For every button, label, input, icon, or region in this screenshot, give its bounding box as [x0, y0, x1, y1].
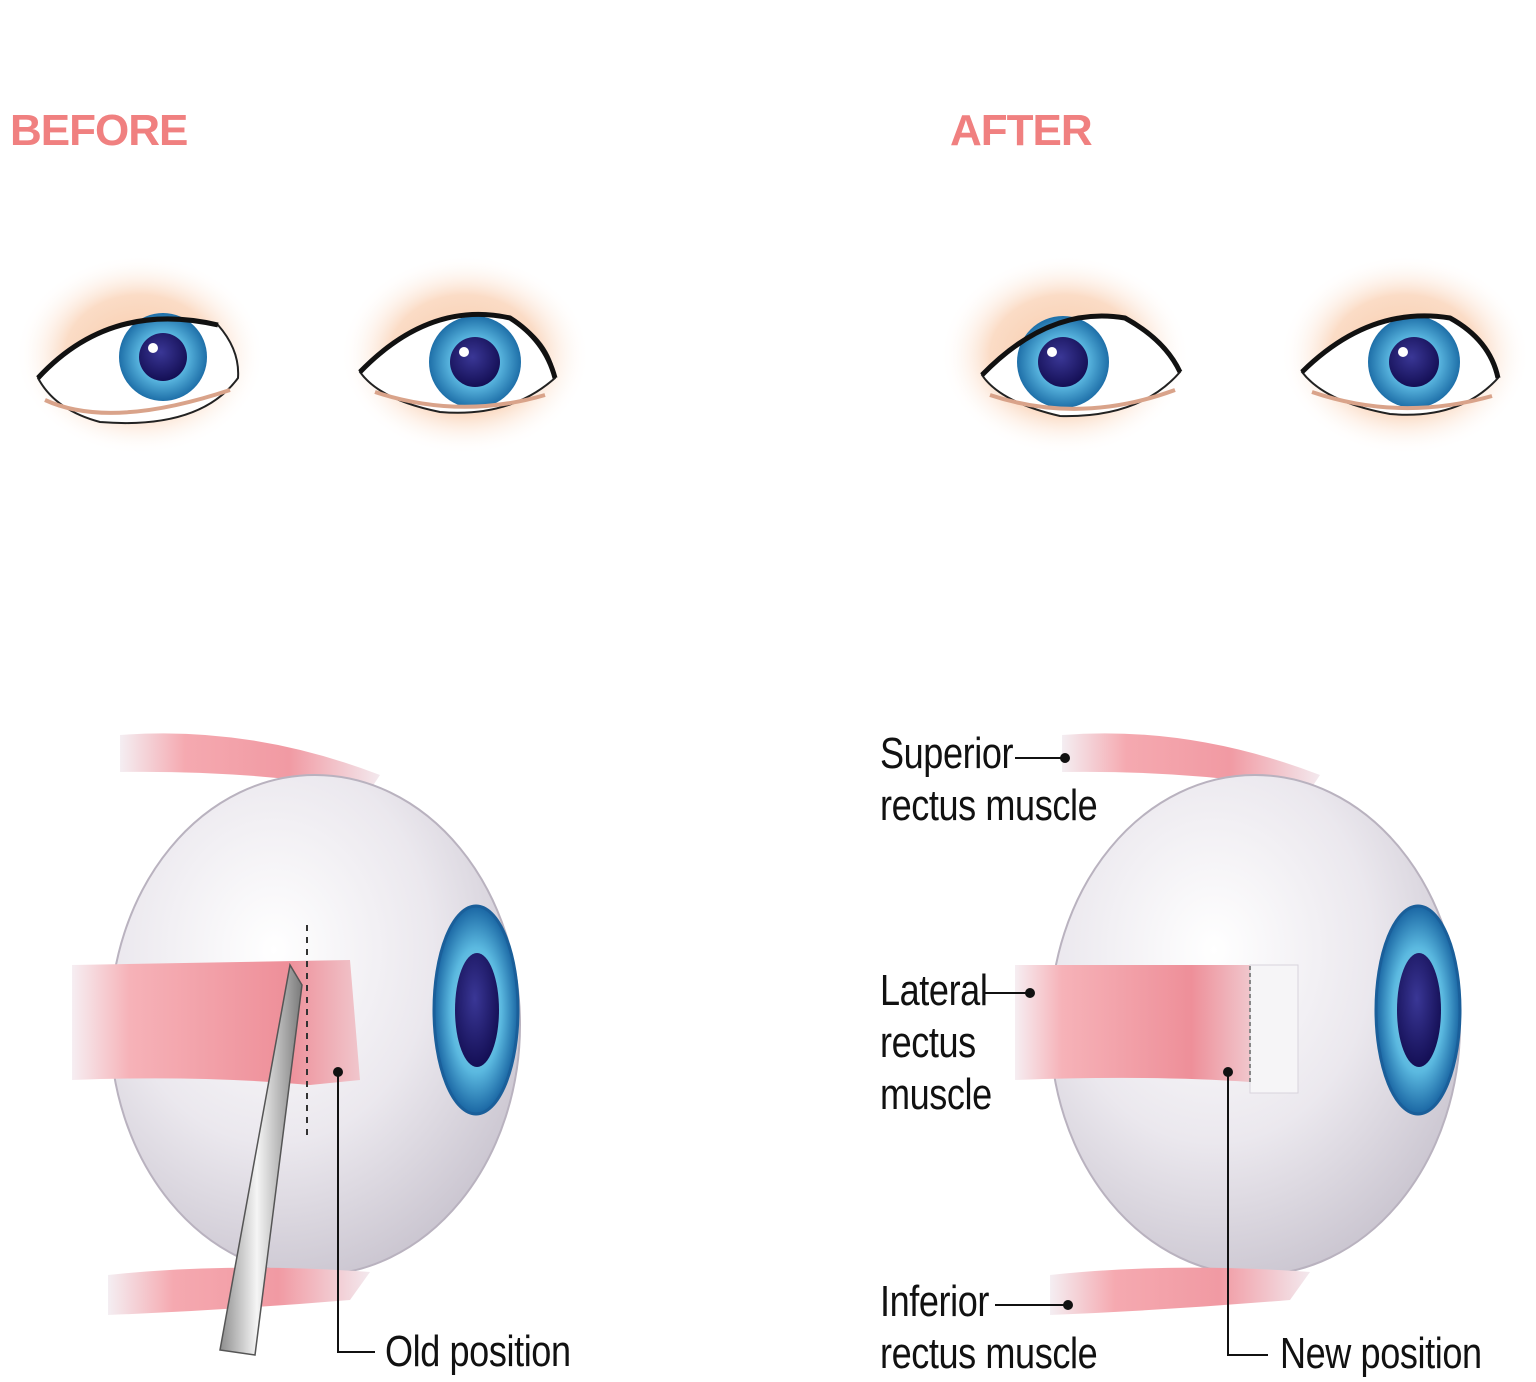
after-inferior-muscle [1050, 1267, 1310, 1315]
after-eye-right [1280, 255, 1530, 455]
before-heading: BEFORE [10, 106, 188, 155]
after-lateral-muscle [1015, 965, 1250, 1082]
superior-rectus-label-line2: rectus muscle [880, 781, 1098, 830]
surgical-tool [219, 962, 303, 1356]
old-position-label: Old position [385, 1327, 571, 1376]
after-heading: AFTER [950, 106, 1093, 155]
lateral-rectus-label-line2: rectus [880, 1018, 976, 1067]
inferior-rectus-label-line1: Inferior [880, 1277, 990, 1326]
before-lateral-muscle [72, 960, 360, 1085]
inferior-rectus-label-line2: rectus muscle [880, 1329, 1098, 1378]
before-eyeball-group [72, 733, 521, 1356]
new-position-label: New position [1280, 1329, 1482, 1378]
after-eye-left [940, 255, 1190, 455]
before-eye-right [340, 255, 590, 455]
lateral-rectus-label-line1: Lateral [880, 966, 988, 1015]
after-eyeball-group [985, 733, 1462, 1356]
lateral-rectus-label-line3: muscle [880, 1070, 992, 1119]
superior-rectus-label-line1: Superior [880, 729, 1014, 778]
before-eye-left [15, 255, 265, 455]
